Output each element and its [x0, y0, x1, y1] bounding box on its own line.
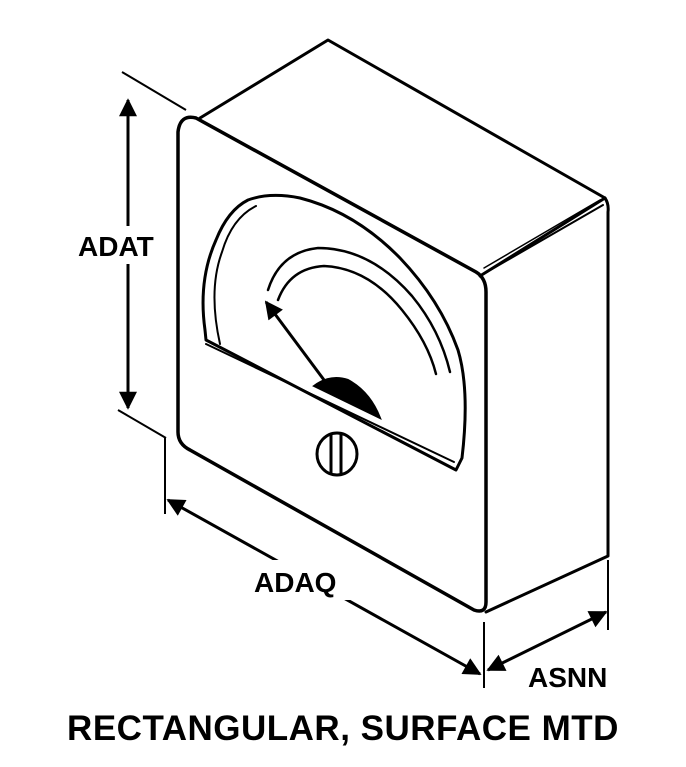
- zero-adjust-screw: [315, 431, 359, 477]
- height-dimension: ADAT: [74, 71, 187, 439]
- height-dimension-label: ADAT: [78, 231, 154, 262]
- depth-dimension-arrow: [486, 610, 608, 672]
- width-dimension: ADAQ: [164, 438, 485, 688]
- dial-inner-rim: [205, 343, 455, 463]
- drawing-caption: RECTANGULAR, SURFACE MTD: [67, 709, 619, 748]
- case-side-face: [484, 196, 610, 614]
- meter-needle: [264, 300, 332, 389]
- case-top-face: [198, 38, 607, 278]
- screw-head: [315, 431, 359, 477]
- meter-case: [176, 38, 610, 614]
- extension-line: [121, 71, 187, 111]
- dial-inner-rim: [213, 205, 257, 345]
- case-edge-line: [479, 204, 604, 277]
- depth-dimension: ASNN: [486, 560, 609, 693]
- dial-window-outline: [201, 193, 467, 472]
- dial-scale-arc: [266, 246, 452, 374]
- case-front-face: [176, 115, 488, 613]
- meter-dial: [201, 193, 467, 472]
- dial-scale-arc: [276, 264, 438, 376]
- width-dimension-label: ADAQ: [254, 567, 336, 598]
- extension-line: [117, 409, 167, 439]
- case-edge-line: [483, 199, 601, 269]
- depth-dimension-label: ASNN: [528, 662, 607, 693]
